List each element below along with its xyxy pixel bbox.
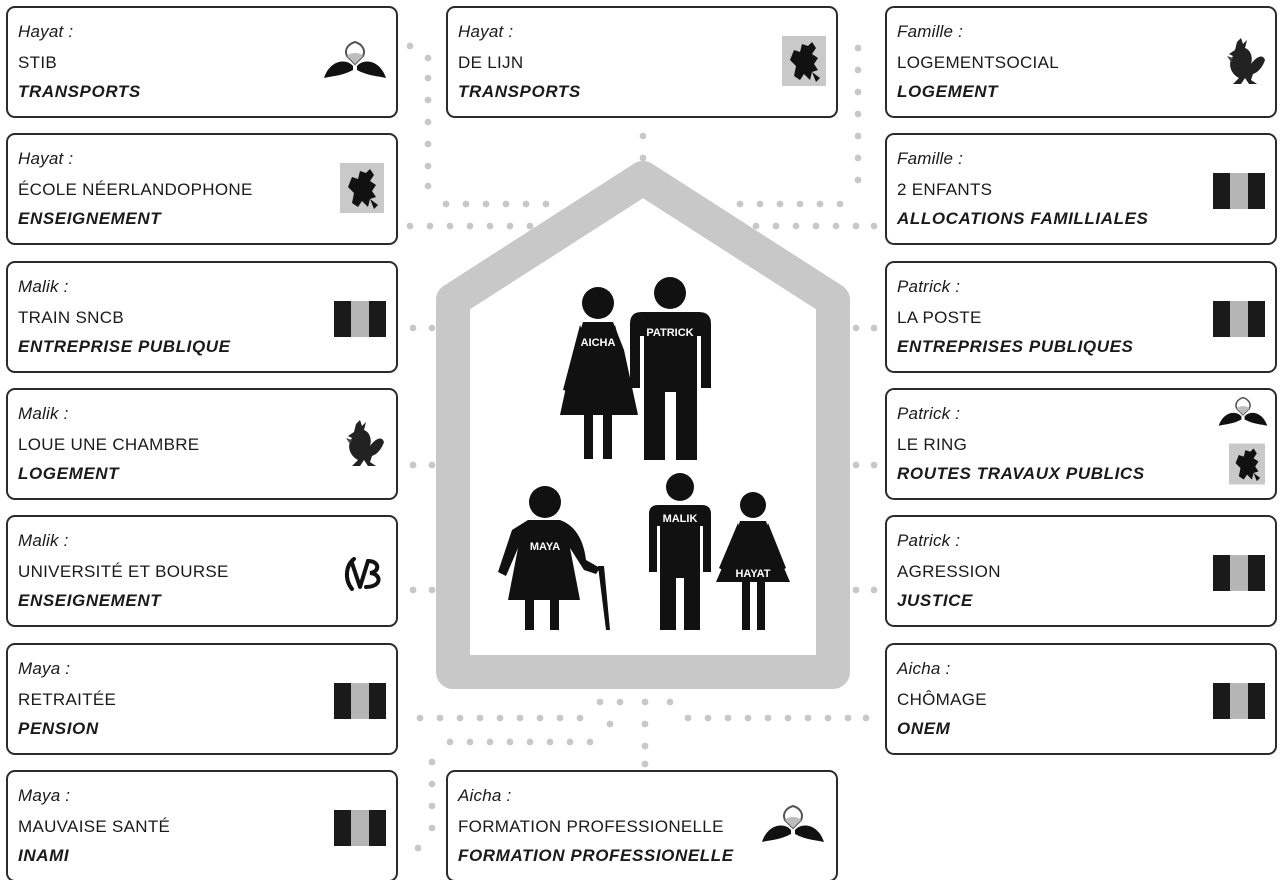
card-category: LOGEMENT [897, 82, 999, 101]
aicha-figure [560, 287, 638, 459]
card-famille-allocations: Famille : 2 ENFANTS ALLOCATIONS FAMILLIA… [885, 133, 1277, 245]
card-subject: LA POSTE [897, 308, 982, 327]
card-category: INAMI [18, 846, 70, 865]
card-person: Maya : [18, 659, 71, 678]
walloon-rooster-icon [346, 420, 384, 466]
card-subject: AGRESSION [897, 562, 1001, 581]
card-patrick-poste: Patrick : LA POSTE ENTREPRISES PUBLIQUES [885, 261, 1277, 373]
belgian-flag-icon [334, 683, 386, 719]
card-hayat-stib: Hayat : STIB TRANSPORTS [6, 6, 398, 118]
card-person: Hayat : [458, 22, 514, 41]
flemish-lion-icon [1229, 443, 1265, 485]
card-category: ENSEIGNEMENT [18, 209, 162, 228]
brussels-iris-icon [324, 40, 386, 78]
figure-labels: AICHA PATRICK MAYA MALIK HAYAT [530, 327, 771, 580]
belgian-flag-icon [1213, 173, 1265, 209]
card-person: Aicha : [458, 786, 512, 805]
family-figures [498, 277, 790, 630]
card-maya-inami: Maya : MAUVAISE SANTÉ INAMI [6, 770, 398, 880]
card-category: PENSION [18, 719, 99, 738]
card-subject: CHÔMAGE [897, 690, 987, 709]
brussels-iris-icon [762, 804, 824, 842]
belgian-flag-icon [1213, 555, 1265, 591]
belgian-flag-icon [334, 810, 386, 846]
card-category: TRANSPORTS [458, 82, 581, 101]
card-person: Malik : [18, 404, 69, 423]
card-category: ALLOCATIONS FAMILLIALES [897, 209, 1149, 228]
card-subject: 2 ENFANTS [897, 180, 993, 199]
card-person: Hayat : [18, 149, 74, 168]
card-malik-chambre: Malik : LOUE UNE CHAMBRE LOGEMENT [6, 388, 398, 500]
card-category: ENTREPRISES PUBLIQUES [897, 337, 1134, 356]
card-hayat-ecole: Hayat : ÉCOLE NÉERLANDOPHONE ENSEIGNEMEN… [6, 133, 398, 245]
card-subject: DE LIJN [458, 53, 524, 72]
card-subject: LOUE UNE CHAMBRE [18, 435, 200, 454]
house-frame [436, 161, 850, 689]
card-subject: LE RING [897, 435, 968, 454]
card-category: JUSTICE [897, 591, 973, 610]
card-person: Famille : [897, 22, 964, 41]
card-subject: FORMATION PROFESSIONELLE [458, 817, 724, 836]
card-aicha-chomage: Aicha : CHÔMAGE ONEM [885, 643, 1277, 755]
card-malik-universite: Malik : UNIVERSITÉ ET BOURSE ENSEIGNEMEN… [6, 515, 398, 627]
card-category: TRANSPORTS [18, 82, 141, 101]
card-person: Aicha : [897, 659, 951, 678]
card-person: Maya : [18, 786, 71, 805]
figure-label-maya: MAYA [530, 541, 560, 553]
belgian-flag-icon [1213, 301, 1265, 337]
card-patrick-ring: Patrick : LE RING ROUTES TRAVAUX PUBLICS [885, 388, 1277, 500]
card-person: Patrick : [897, 404, 961, 423]
figure-label-aicha: AICHA [581, 337, 616, 349]
figure-label-patrick: PATRICK [646, 327, 693, 339]
card-subject: ÉCOLE NÉERLANDOPHONE [18, 180, 253, 199]
malik-figure [649, 473, 711, 630]
card-subject: TRAIN SNCB [18, 308, 124, 327]
card-hayat-delijn: Hayat : DE LIJN TRANSPORTS [446, 6, 838, 118]
card-famille-logement: Famille : LOGEMENTSOCIAL LOGEMENT [885, 6, 1277, 118]
card-subject: STIB [18, 53, 57, 72]
card-category: ONEM [897, 719, 951, 738]
card-patrick-agression: Patrick : AGRESSION JUSTICE [885, 515, 1277, 627]
card-person: Patrick : [897, 531, 961, 550]
card-person: Malik : [18, 277, 69, 296]
figure-label-hayat: HAYAT [735, 568, 770, 580]
card-subject: LOGEMENTSOCIAL [897, 53, 1059, 72]
patrick-figure [630, 277, 711, 460]
card-category: ENTREPRISE PUBLIQUE [18, 337, 231, 356]
card-malik-train: Malik : TRAIN SNCB ENTREPRISE PUBLIQUE [6, 261, 398, 373]
belgian-flag-icon [334, 301, 386, 337]
card-maya-pension: Maya : RETRAITÉE PENSION [6, 643, 398, 755]
federation-wallonie-bruxelles-icon [345, 557, 381, 591]
hayat-figure [716, 492, 790, 630]
card-category: LOGEMENT [18, 464, 120, 483]
card-subject: UNIVERSITÉ ET BOURSE [18, 562, 229, 581]
dotted-connectors [406, 42, 878, 852]
card-subject: MAUVAISE SANTÉ [18, 817, 171, 836]
brussels-iris-icon [1218, 396, 1268, 426]
card-subject: RETRAITÉE [18, 690, 117, 709]
belgian-flag-icon [1213, 683, 1265, 719]
flemish-lion-icon [340, 163, 384, 213]
card-category: FORMATION PROFESSIONELLE [458, 846, 734, 865]
card-person: Patrick : [897, 277, 961, 296]
card-category: ENSEIGNEMENT [18, 591, 162, 610]
card-person: Famille : [897, 149, 964, 168]
card-person: Hayat : [18, 22, 74, 41]
maya-figure [498, 486, 610, 630]
figure-label-malik: MALIK [663, 513, 698, 525]
card-person: Malik : [18, 531, 69, 550]
flemish-lion-icon [782, 36, 826, 86]
card-aicha-formation: Aicha : FORMATION PROFESSIONELLE FORMATI… [446, 770, 838, 880]
walloon-rooster-icon [1227, 38, 1265, 84]
card-category: ROUTES TRAVAUX PUBLICS [897, 464, 1145, 483]
